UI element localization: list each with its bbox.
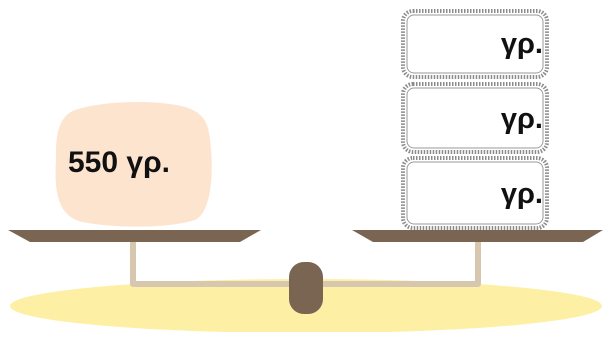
weight-label: 550 γρ. bbox=[68, 146, 170, 180]
box-3-unit-label: γρ. bbox=[501, 178, 543, 211]
left-pan bbox=[8, 230, 261, 242]
right-pan bbox=[352, 230, 603, 242]
box-2-unit-label: γρ. bbox=[501, 103, 543, 136]
scale-fulcrum bbox=[289, 262, 323, 314]
box-1-unit-label: γρ. bbox=[501, 28, 543, 61]
